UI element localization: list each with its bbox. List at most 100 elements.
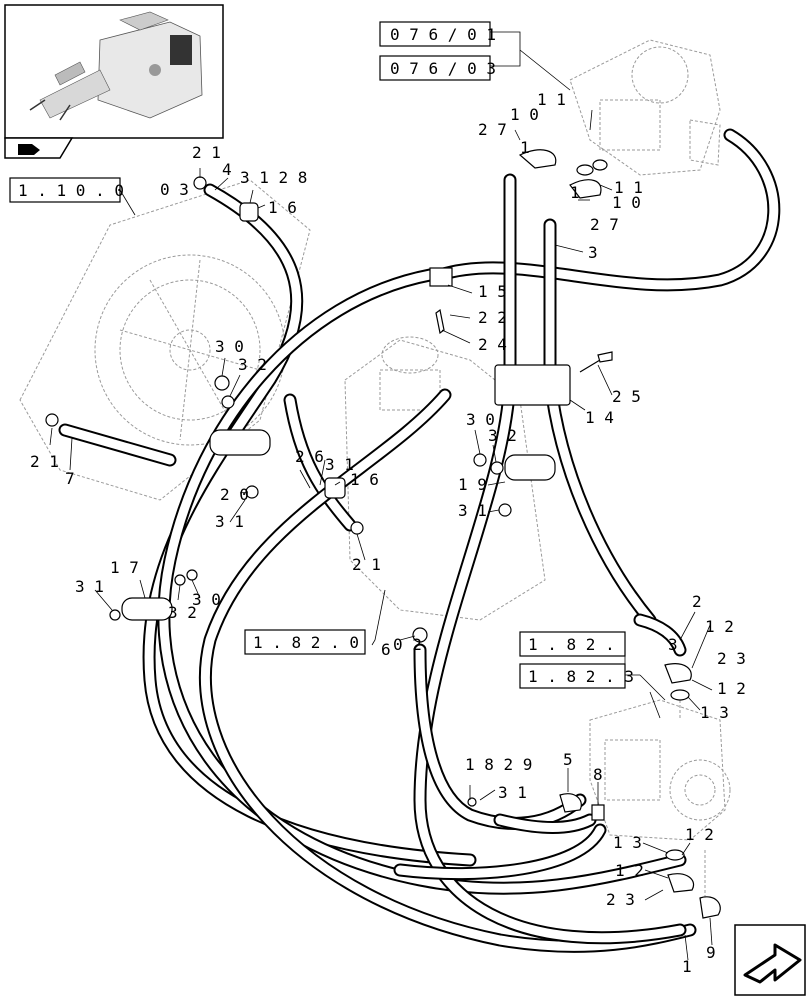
- ref-1-82-right-a-label: 1 . 8 2 .: [528, 635, 615, 654]
- ref-076-01-label: 0 7 6 / 0 1: [390, 25, 496, 44]
- callout-1829: 1 8 2 9: [465, 755, 532, 774]
- adapter-02: [412, 627, 428, 643]
- callout-1-b: 1: [570, 183, 580, 202]
- oring-13-bottom: [665, 849, 685, 861]
- hoses: [58, 128, 781, 953]
- clamp-16-mid: [324, 477, 346, 499]
- callout-3-top: 3: [588, 243, 598, 262]
- callout-15: 1 5: [478, 282, 507, 301]
- callout-12-a: 1 2: [705, 617, 734, 636]
- hose-clamp-21-top: [193, 176, 207, 190]
- callout-31-bl: 3 1: [75, 577, 104, 596]
- bolt-24: [435, 308, 445, 335]
- ref-1-82-right-a[interactable]: 1 . 8 2 .: [519, 631, 626, 657]
- assembly-arrow-button[interactable]: [4, 137, 74, 159]
- callouts: 2 1 4 0 3 3 1 2 8 1 6 1 1 1 0 2 7 1 1 1 …: [30, 90, 746, 976]
- flange-12-top: [664, 663, 692, 684]
- callout-03: 0 3: [160, 180, 189, 199]
- washer-30-right: [473, 453, 487, 467]
- next-page-button[interactable]: [734, 924, 806, 996]
- callout-24: 2 4: [478, 335, 507, 354]
- callout-2: 2: [692, 592, 702, 611]
- clamp-16-top: [239, 202, 259, 222]
- callout-26: 2 6: [295, 447, 324, 466]
- washer-32-bl: [174, 574, 186, 586]
- bolt-25: [579, 351, 613, 373]
- hydraulic-tank: [344, 336, 546, 621]
- callout-31-low: 3 1: [498, 783, 527, 802]
- ref-076-01[interactable]: 0 7 6 / 0 1: [379, 21, 496, 47]
- callout-11-a: 1 1: [537, 90, 566, 109]
- ref-076-03[interactable]: 0 7 6 / 0 3: [379, 55, 496, 81]
- fitting-8: [591, 804, 605, 821]
- clamp-19: [504, 454, 556, 481]
- flange-11-a: [518, 149, 557, 169]
- oring-10: [576, 164, 594, 176]
- clamp-15: [429, 267, 453, 287]
- ref-1-82-0-left[interactable]: 1 . 8 2 . 0: [244, 629, 366, 655]
- callout-4: 4: [222, 160, 232, 179]
- callout-3-128: 3 1 2 8: [240, 168, 307, 187]
- callout-5: 5: [563, 750, 573, 769]
- washer-31-right: [498, 503, 512, 517]
- callout-31-mid: 3 1: [325, 455, 354, 474]
- radiator-fan-assembly: [19, 179, 311, 501]
- callout-12-b: 1 2: [717, 679, 746, 698]
- callout-3-r: 3: [668, 635, 678, 654]
- hardware: [45, 149, 721, 919]
- flange-11-b: [569, 179, 602, 199]
- ref-1-82-0-left-label: 1 . 8 2 . 0: [253, 633, 359, 652]
- callout-27-b: 2 7: [590, 215, 619, 234]
- callout-32-left: 3 2: [238, 355, 267, 374]
- ref-076-03-label: 0 7 6 / 0 3: [390, 59, 496, 78]
- callout-30-right: 3 0: [466, 410, 495, 429]
- callout-12-c: 1 2: [685, 825, 714, 844]
- hose-clamp-21-mid: [350, 521, 364, 535]
- washer-32-left: [221, 395, 235, 409]
- callout-27-a: 2 7: [478, 120, 507, 139]
- callout-23-a: 2 3: [717, 649, 746, 668]
- washer-30-bl: [186, 569, 198, 581]
- callout-1-bottom: 1: [682, 957, 692, 976]
- callout-23-b: 2 3: [606, 890, 635, 909]
- callout-10-a: 1 0: [510, 105, 539, 124]
- tractor-thumbnail-icon: [29, 11, 203, 121]
- hose-clamp-21-left: [45, 413, 59, 427]
- clamp-block-14: [494, 364, 571, 406]
- callout-32-right: 3 2: [488, 426, 517, 445]
- bolt-18: [467, 797, 477, 807]
- callout-02: 0 2: [393, 635, 422, 654]
- callout-25: 2 5: [612, 387, 641, 406]
- callout-20: 2 0: [220, 485, 249, 504]
- callout-1-top: 1: [520, 138, 530, 157]
- oring-1: [592, 159, 608, 171]
- callout-21-top: 2 1: [192, 143, 221, 162]
- callout-13-a: 1 3: [700, 703, 729, 722]
- fitting-5: [559, 793, 582, 813]
- washer-32-right: [490, 461, 504, 475]
- callout-32-bl: 3 2: [168, 603, 197, 622]
- ref-1-82-right-b[interactable]: 1 . 8 2 . 3: [519, 663, 634, 689]
- washer-31-bl: [109, 609, 121, 621]
- callout-11-b: 1 1: [614, 178, 643, 197]
- elbow-9: [699, 896, 721, 919]
- callout-30-left: 3 0: [215, 337, 244, 356]
- top-pump-assembly: [569, 39, 721, 176]
- callout-9: 9: [706, 943, 716, 962]
- callout-31-left: 3 1: [215, 512, 244, 531]
- callout-21-left: 2 1: [30, 452, 59, 471]
- callout-16-top: 1 6: [268, 198, 297, 217]
- tractor-thumbnail[interactable]: [4, 4, 224, 139]
- leader-lines: [49, 31, 713, 961]
- callout-8: 8: [593, 765, 603, 784]
- callout-13-b: 1 3: [613, 833, 642, 852]
- callout-30-bl: 3 0: [192, 590, 221, 609]
- callout-17: 1 7: [110, 558, 139, 577]
- callout-22: 2 2: [478, 308, 507, 327]
- flange-12-bottom: [667, 873, 695, 893]
- washer-30-left: [214, 375, 230, 391]
- ref-1-10-0[interactable]: 1 . 1 0 . 0: [9, 177, 124, 203]
- clamp-17: [121, 597, 173, 621]
- callout-7: 7: [65, 469, 75, 488]
